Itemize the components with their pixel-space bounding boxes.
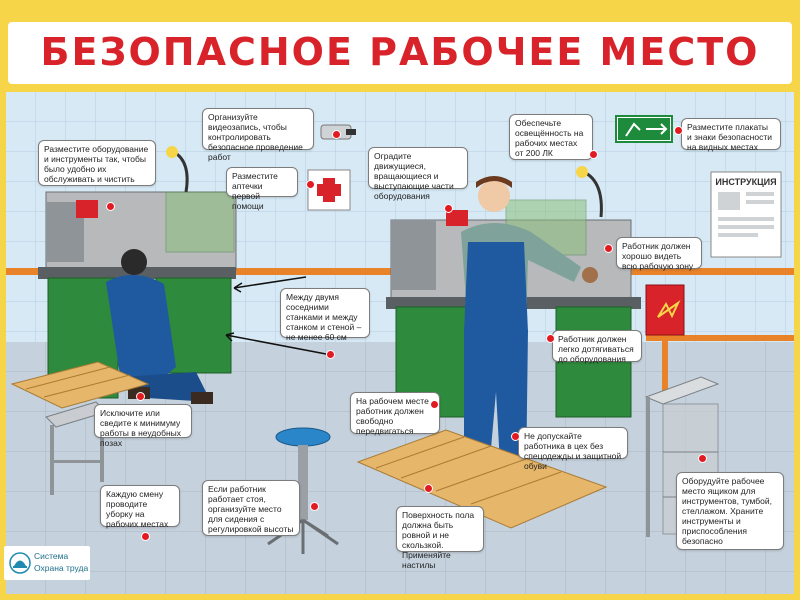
- helmet-icon: [9, 552, 31, 574]
- callout-storage: Оборудуйте рабочее место ящиком для инст…: [676, 472, 784, 550]
- callout-posture: Исключите или сведите к минимуму работы …: [94, 404, 192, 448]
- callout-signs: Разместите плакаты и знаки безопасности …: [681, 118, 781, 152]
- callout-cleaning: Каждую смену проводите уборку на рабочих…: [100, 485, 180, 529]
- logo-line2: Охрана труда: [34, 563, 89, 573]
- marker-dot-firstaid: [306, 180, 315, 189]
- callout-ppe: Не допускайте работника в цех без спецод…: [518, 427, 628, 471]
- marker-dot-video: [332, 130, 341, 139]
- callout-fence: Оградите движущиеся, вращающиеся и высту…: [368, 147, 468, 201]
- title-bar: БЕЗОПАСНОЕ РАБОЧЕЕ МЕСТО: [8, 22, 792, 84]
- right-pallet: [356, 429, 608, 529]
- exit-sign: [615, 115, 673, 143]
- instruction-poster: [710, 171, 782, 258]
- poster-sign: ИНСТРУКЦИЯ: [715, 177, 776, 187]
- marker-dot-reach: [546, 334, 555, 343]
- callout-light: Обеспечьте освещённость на рабочих места…: [509, 114, 593, 160]
- marker-dot-posture: [136, 392, 145, 401]
- callout-video: Организуйте видеозапись, чтобы контролир…: [202, 108, 314, 162]
- page-title: БЕЗОПАСНОЕ РАБОЧЕЕ МЕСТО: [40, 30, 760, 74]
- marker-dot-light: [589, 150, 598, 159]
- first-aid-box: [307, 169, 351, 211]
- callout-floor: Поверхность пола должна быть ровной и не…: [396, 506, 484, 570]
- callout-move: На рабочем месте работник должен свободн…: [350, 392, 440, 436]
- marker-dot-see: [604, 244, 613, 253]
- marker-dot-distance: [326, 350, 335, 359]
- logo-line1: Система: [34, 551, 69, 561]
- logo-badge: Система Охрана труда: [4, 546, 90, 580]
- left-pallet: [10, 361, 150, 409]
- callout-reach: Работник должен легко дотягиваться до об…: [552, 330, 642, 364]
- distance-arrow-top: [233, 276, 307, 293]
- electric-box: [645, 284, 685, 336]
- callout-seat: Если работник работает стоя, организуйте…: [202, 480, 300, 536]
- marker-dot-ppe: [511, 432, 520, 441]
- callout-firstaid: Разместите аптечки первой помощи: [226, 167, 298, 211]
- marker-dot-seat: [310, 502, 319, 511]
- marker-dot-equipment: [106, 202, 115, 211]
- callout-see: Работник должен хорошо видеть всю рабочу…: [616, 237, 702, 271]
- callout-distance: Между двумя соседними станками и между с…: [280, 288, 370, 342]
- marker-dot-signs: [674, 126, 683, 135]
- distance-arrow-bottom: [225, 332, 327, 355]
- marker-dot-fence: [444, 204, 453, 213]
- marker-dot-cleaning: [141, 532, 150, 541]
- pipe-vertical: [662, 335, 668, 395]
- wall-pipe-right: [646, 335, 794, 341]
- marker-dot-storage: [698, 454, 707, 463]
- workshop-scene: ИНСТРУКЦИЯ Разместите оборудование и инс…: [6, 92, 794, 594]
- callout-equipment: Разместите оборудование и инструменты та…: [38, 140, 156, 186]
- marker-dot-move: [430, 400, 439, 409]
- marker-dot-floor: [424, 484, 433, 493]
